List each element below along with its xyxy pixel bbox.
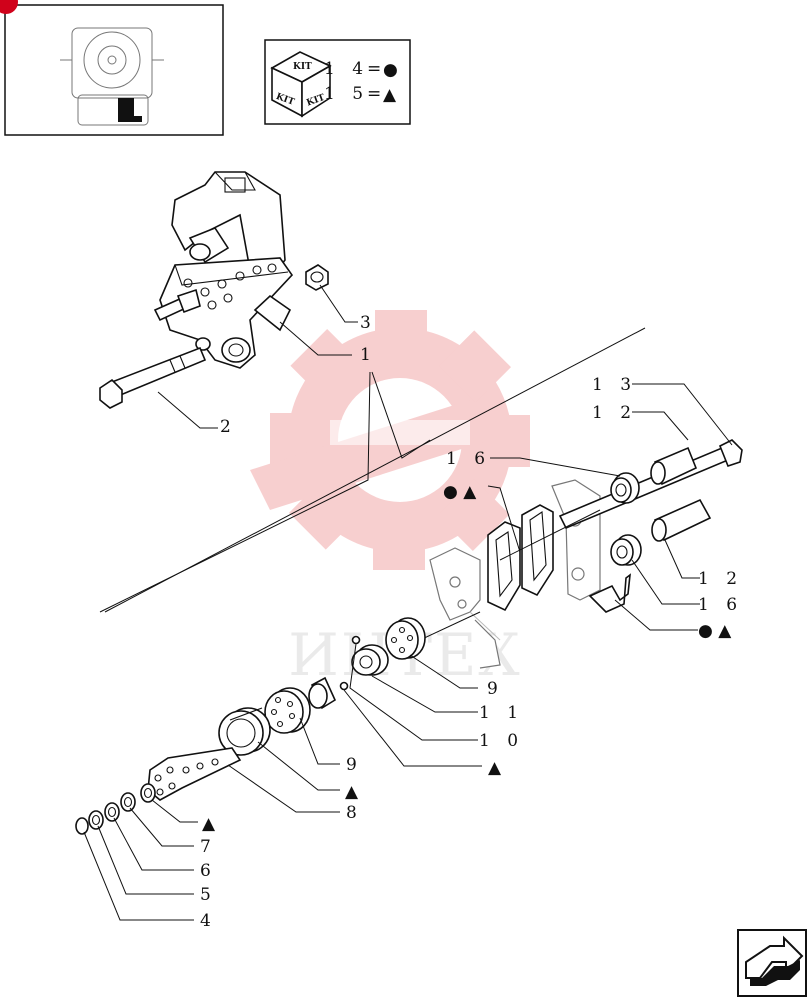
- callout-13: 1 3: [592, 375, 637, 395]
- leader-1: [279, 321, 352, 356]
- kit-legend-row-2-symbol: ▲: [383, 85, 397, 105]
- part-10-ring-b: [339, 681, 349, 691]
- leader-9-upper: [409, 654, 478, 689]
- leader-4: [83, 831, 194, 921]
- leader-8-kit: [257, 741, 340, 791]
- callout-5: 5: [200, 885, 211, 905]
- part-9-disc-upper: [385, 617, 426, 660]
- leader-2: [157, 391, 218, 429]
- leader-12-lower: [664, 539, 700, 579]
- part-7-washer: [140, 783, 156, 803]
- callout-11: 1 1: [479, 703, 524, 723]
- part-13-pin: [558, 439, 743, 530]
- kit-legend-row-1-symbol: ●: [383, 60, 398, 80]
- callout-7: 7: [200, 837, 211, 857]
- part-9-disc-lower: [264, 687, 311, 734]
- part-10-ring-a: [351, 635, 361, 645]
- callout-10: 1 0: [479, 731, 524, 751]
- part-6-washer: [120, 792, 136, 812]
- callout-12-lower: 1 2: [698, 569, 743, 589]
- leader-11: [371, 675, 478, 713]
- next-page-arrow-icon: [745, 935, 804, 986]
- brake-pads: [487, 504, 554, 612]
- leader-1-to-lower-b: [371, 371, 431, 459]
- part-5-washer: [104, 802, 120, 822]
- leader-7-kit: [151, 799, 198, 823]
- kit-mark-9: ▲: [345, 782, 359, 802]
- lever-arm: [147, 747, 242, 801]
- tractor-rear-thumbnail-icon: [60, 27, 164, 126]
- callout-3: 3: [360, 313, 371, 333]
- leader-6: [113, 817, 194, 871]
- kit-legend-row-2-equals: =: [367, 84, 381, 104]
- leader-10: [349, 643, 478, 741]
- highlighted-area-icon: [118, 98, 142, 122]
- part-9-spacer: [308, 676, 337, 710]
- leader-16-kit: [487, 485, 521, 553]
- leader-clip: [614, 599, 698, 631]
- part-4-washer: [88, 810, 104, 830]
- callout-9-upper: 9: [487, 679, 498, 699]
- pad-pin: [499, 509, 601, 561]
- callout-6: 6: [200, 861, 211, 881]
- leader-3: [319, 284, 358, 323]
- axis-line: [419, 611, 481, 641]
- callout-1: 1: [360, 345, 371, 365]
- kit-legend: KIT KIT KIT 1 4 = ● 1 5 = ▲: [264, 39, 411, 125]
- kit-legend-row-1-number: 1 4: [324, 59, 369, 79]
- leader-8: [227, 764, 340, 813]
- leader-12-upper: [632, 411, 689, 441]
- next-page-button[interactable]: [737, 929, 807, 997]
- leader-16-lower: [631, 559, 700, 605]
- part-16-bushing-upper: [610, 472, 640, 504]
- kit-legend-row-2-number: 1 5: [324, 84, 369, 104]
- part-12-sleeve-upper: [650, 446, 698, 486]
- callout-16-upper: 1 6: [446, 449, 491, 469]
- thumbnail-marker-icon: [0, 0, 18, 14]
- kit-cube-icon: KIT KIT KIT: [270, 51, 332, 118]
- kit-mark-clip: ● ▲: [698, 621, 732, 641]
- leader-1-to-lower: [99, 371, 371, 613]
- part-8-cup: [218, 707, 271, 756]
- part-4-nut: [75, 817, 89, 835]
- leader-16-upper: [490, 457, 621, 477]
- leader-10-kit: [343, 689, 482, 767]
- kit-legend-row-1-equals: =: [367, 59, 381, 79]
- kit-mark-16-upper: ● ▲: [443, 482, 477, 502]
- part-3-nut: [305, 264, 329, 291]
- retaining-clip: [588, 573, 631, 613]
- leader-9-lower: [299, 717, 340, 765]
- callout-4: 4: [200, 911, 211, 931]
- leader-5: [97, 825, 194, 895]
- kit-cube-top-label: KIT: [293, 62, 312, 72]
- kit-mark-10: ▲: [488, 758, 502, 778]
- part-16-bushing-lower: [610, 534, 642, 566]
- callout-16-lower: 1 6: [698, 595, 743, 615]
- location-thumbnail: [0, 0, 224, 136]
- kit-mark-7: ▲: [202, 814, 216, 834]
- caliper-assembly-part-1: [153, 171, 294, 369]
- part-12-sleeve-lower: [651, 498, 712, 542]
- callout-9-lower: 9: [346, 755, 357, 775]
- part-2-bolt: [99, 346, 207, 409]
- leader-7: [129, 807, 194, 847]
- callout-2: 2: [220, 417, 231, 437]
- part-11-plate: [351, 644, 389, 676]
- callout-12-upper: 1 2: [592, 403, 637, 423]
- leader-13: [632, 383, 733, 446]
- callout-8: 8: [346, 803, 357, 823]
